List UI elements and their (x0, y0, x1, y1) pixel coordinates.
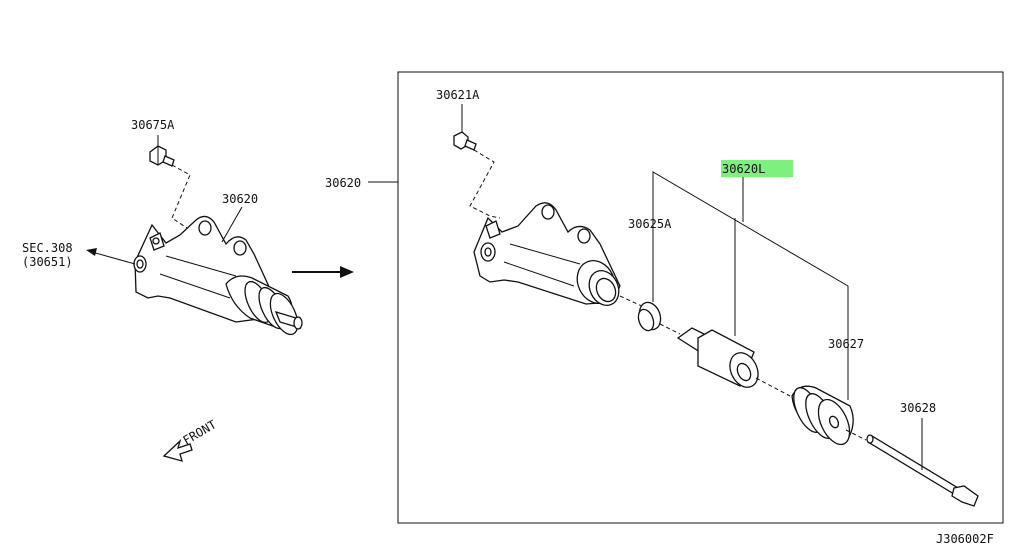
exploded-view-frame (397, 71, 1004, 524)
kit-bracket (652, 171, 849, 400)
explode-arrow (292, 266, 354, 278)
label-sec-308-sub: (30651) (22, 255, 73, 269)
bolt-30675a (149, 145, 175, 167)
piston (676, 327, 759, 388)
bolt-30621a (453, 104, 477, 151)
label-30620-left: 30620 (222, 192, 258, 206)
label-30627: 30627 (828, 337, 864, 351)
label-30620l: 30620L (722, 162, 765, 176)
left-assembly (86, 135, 303, 336)
label-30628: 30628 (900, 401, 936, 415)
label-30625a: 30625A (628, 217, 672, 231)
label-30621a: 30621A (436, 88, 480, 102)
front-arrow: FRONT (162, 417, 219, 462)
push-rod-30628 (866, 434, 979, 507)
slave-cylinder-assembled (133, 215, 303, 336)
seal-30625a (637, 301, 662, 332)
label-sec-308: SEC.308 (22, 241, 73, 255)
label-front: FRONT (181, 417, 219, 447)
slave-cylinder-housing (473, 202, 621, 307)
label-30675a: 30675A (131, 118, 175, 132)
boot-30627 (791, 385, 854, 446)
highlight-30620l (721, 160, 793, 177)
diagram-code: J306002F (936, 532, 994, 546)
label-30620-box: 30620 (325, 176, 361, 190)
